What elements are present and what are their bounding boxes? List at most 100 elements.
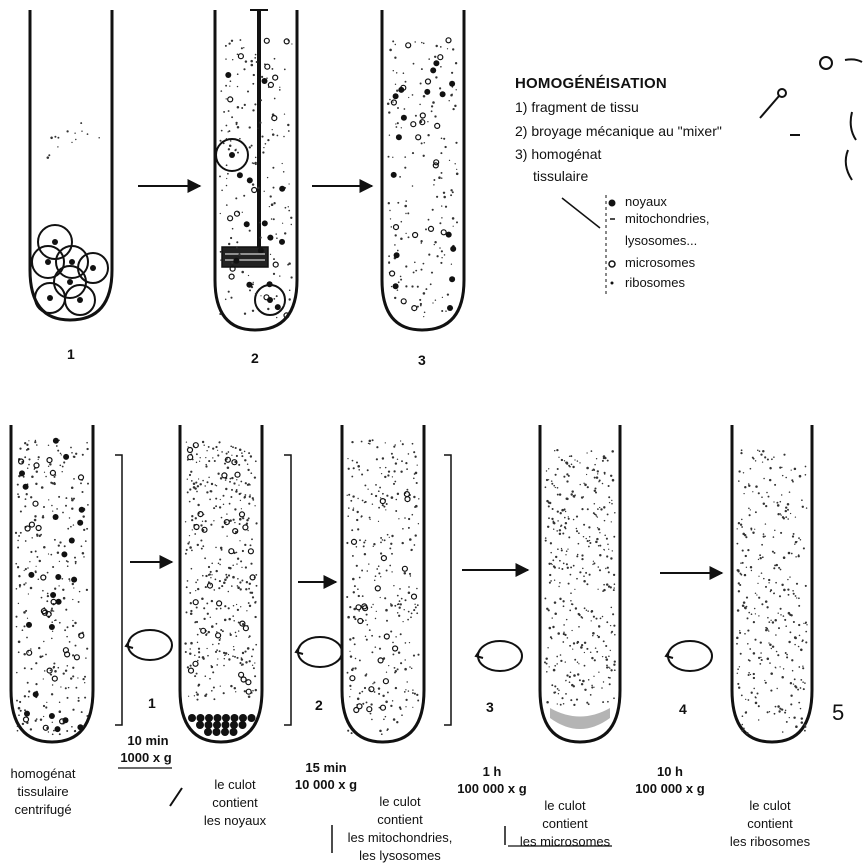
speck: [558, 567, 560, 569]
speck: [743, 601, 746, 604]
speck: [195, 482, 197, 484]
speck: [38, 456, 40, 458]
start-label-line-1: homogénat: [0, 765, 86, 783]
speck: [781, 494, 782, 495]
speck: [30, 648, 32, 650]
speck: [191, 519, 193, 521]
speck: [742, 605, 745, 608]
speck: [209, 499, 211, 501]
speck: [238, 254, 240, 256]
speck: [785, 477, 787, 479]
speck: [58, 544, 60, 546]
speck: [738, 480, 740, 482]
speck: [758, 559, 759, 560]
speck: [28, 464, 30, 466]
speck: [596, 651, 598, 653]
speck: [394, 605, 396, 607]
bottom-tube-nuclei-pellet: [180, 425, 291, 742]
microsome-particle: [246, 689, 251, 694]
speck: [205, 464, 206, 465]
speck: [787, 579, 788, 580]
speck: [576, 528, 578, 530]
speck: [408, 453, 410, 455]
speck: [806, 507, 807, 508]
speck: [745, 555, 747, 557]
speck: [252, 109, 254, 111]
speck: [247, 90, 249, 92]
pellet-nucleus: [188, 714, 196, 722]
speck: [441, 137, 443, 139]
nucleus-particle: [79, 507, 85, 513]
speck: [613, 625, 615, 627]
speck: [765, 682, 767, 684]
pellet-4-line-2: contient: [715, 815, 825, 833]
speck: [452, 191, 454, 193]
speck: [569, 645, 571, 647]
speck: [223, 111, 225, 113]
speck: [65, 497, 67, 499]
speck: [806, 624, 807, 625]
speck: [578, 532, 580, 534]
speck: [74, 132, 75, 133]
speck: [750, 468, 752, 470]
speck: [392, 653, 394, 655]
speck: [371, 493, 373, 495]
speck: [415, 270, 417, 272]
microsome-particle: [272, 116, 277, 121]
speck: [228, 243, 230, 245]
speck: [554, 685, 556, 687]
speck: [583, 580, 586, 583]
speck: [369, 443, 371, 445]
legend-leader-line: [562, 198, 600, 228]
speck: [78, 700, 80, 702]
speck: [611, 450, 614, 453]
speck: [598, 545, 600, 547]
speck: [588, 546, 590, 548]
speck: [745, 699, 746, 700]
speck: [34, 515, 36, 517]
speck: [361, 441, 363, 443]
speck: [61, 578, 63, 580]
speck: [413, 478, 415, 480]
speck: [197, 579, 199, 581]
speck: [580, 616, 582, 618]
microsome-particle: [34, 463, 39, 468]
speck: [381, 733, 383, 735]
speck: [571, 684, 574, 687]
speck: [570, 493, 572, 495]
speck: [252, 690, 254, 692]
speck: [249, 660, 251, 662]
speck: [759, 663, 761, 665]
speck: [184, 642, 186, 644]
speck: [767, 458, 769, 460]
speck: [591, 620, 592, 621]
speck: [59, 622, 61, 624]
speck: [600, 618, 602, 620]
speck: [67, 697, 69, 699]
speck: [577, 460, 578, 461]
speck: [240, 560, 242, 562]
speck: [217, 450, 218, 451]
speck: [384, 476, 386, 478]
microsome-particle: [194, 525, 199, 530]
speck: [18, 575, 20, 577]
speck: [355, 658, 356, 659]
speck: [225, 299, 227, 301]
nucleus-particle: [28, 572, 34, 578]
speck: [48, 445, 49, 446]
speck: [417, 654, 419, 656]
speck: [386, 570, 388, 572]
speck: [239, 493, 241, 495]
speck: [557, 468, 559, 470]
speck: [352, 509, 354, 511]
speck: [781, 514, 782, 515]
speck: [211, 690, 213, 692]
speck: [565, 511, 566, 512]
speck: [73, 456, 75, 458]
speck: [795, 541, 797, 543]
microsome-particle: [352, 539, 357, 544]
speck: [389, 49, 392, 52]
speck: [373, 543, 375, 545]
speck: [424, 312, 426, 314]
speck: [200, 457, 201, 458]
